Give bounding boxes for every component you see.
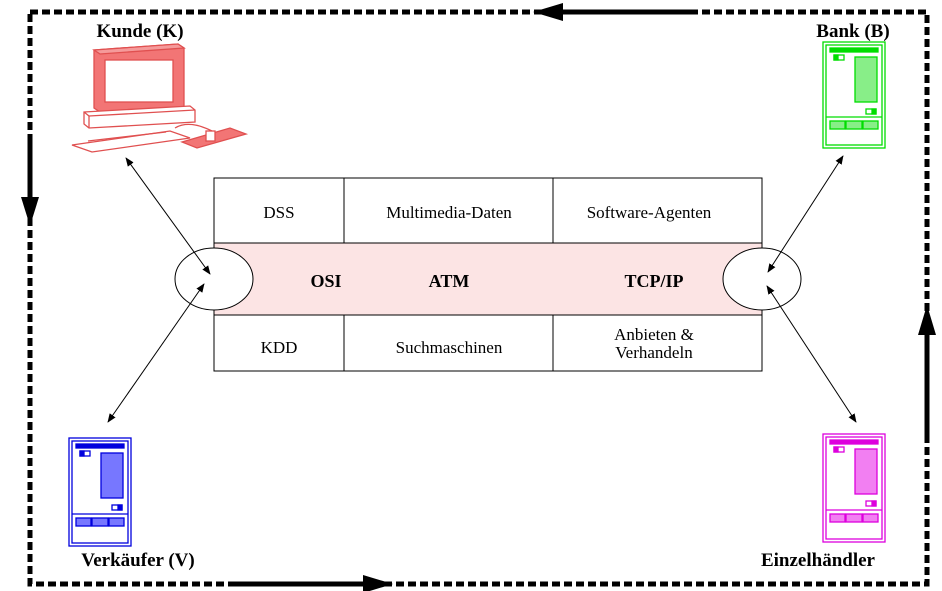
flow-arrow-left	[21, 140, 39, 226]
einzelhaendler-label: Einzelhändler	[761, 550, 876, 571]
cell-multimedia-daten: Multimedia-Daten	[386, 203, 512, 222]
link-bank	[767, 155, 844, 273]
services-bottom-table: KDD Suchmaschinen Anbieten & Verhandeln	[213, 314, 763, 372]
cell-kdd: KDD	[261, 338, 298, 357]
access-point-left	[174, 247, 254, 311]
dashed-frame	[27, 9, 930, 587]
cell-anbieten-line2: Verhandeln	[615, 343, 693, 362]
services-top-table: DSS Multimedia-Daten Software-Agenten	[213, 177, 763, 244]
access-point-right	[722, 247, 802, 311]
einzelhaendler-terminal-icon	[822, 433, 886, 543]
protocol-osi: OSI	[310, 271, 341, 291]
bank-terminal-icon	[822, 41, 886, 149]
protocol-atm: ATM	[429, 271, 470, 291]
link-einzelhaendler	[766, 285, 857, 423]
flow-arrow-bottom	[232, 575, 393, 591]
protocol-band	[213, 242, 763, 316]
verkaeufer-label: Verkäufer (V)	[81, 550, 194, 571]
computer-icon	[71, 43, 249, 153]
cell-software-agenten: Software-Agenten	[587, 203, 712, 222]
link-verkaeufer	[107, 283, 205, 423]
bank-label: Bank (B)	[816, 21, 889, 42]
protocol-tcp-ip: TCP/IP	[624, 271, 683, 291]
link-kunde	[125, 157, 211, 275]
flow-arrow-right	[918, 305, 936, 435]
flow-arrow-top	[533, 3, 695, 21]
cell-dss: DSS	[263, 203, 294, 222]
cell-anbieten-line1: Anbieten &	[614, 325, 694, 344]
cell-suchmaschinen: Suchmaschinen	[396, 338, 503, 357]
verkaeufer-terminal-icon	[68, 437, 132, 547]
kunde-label: Kunde (K)	[96, 21, 183, 42]
